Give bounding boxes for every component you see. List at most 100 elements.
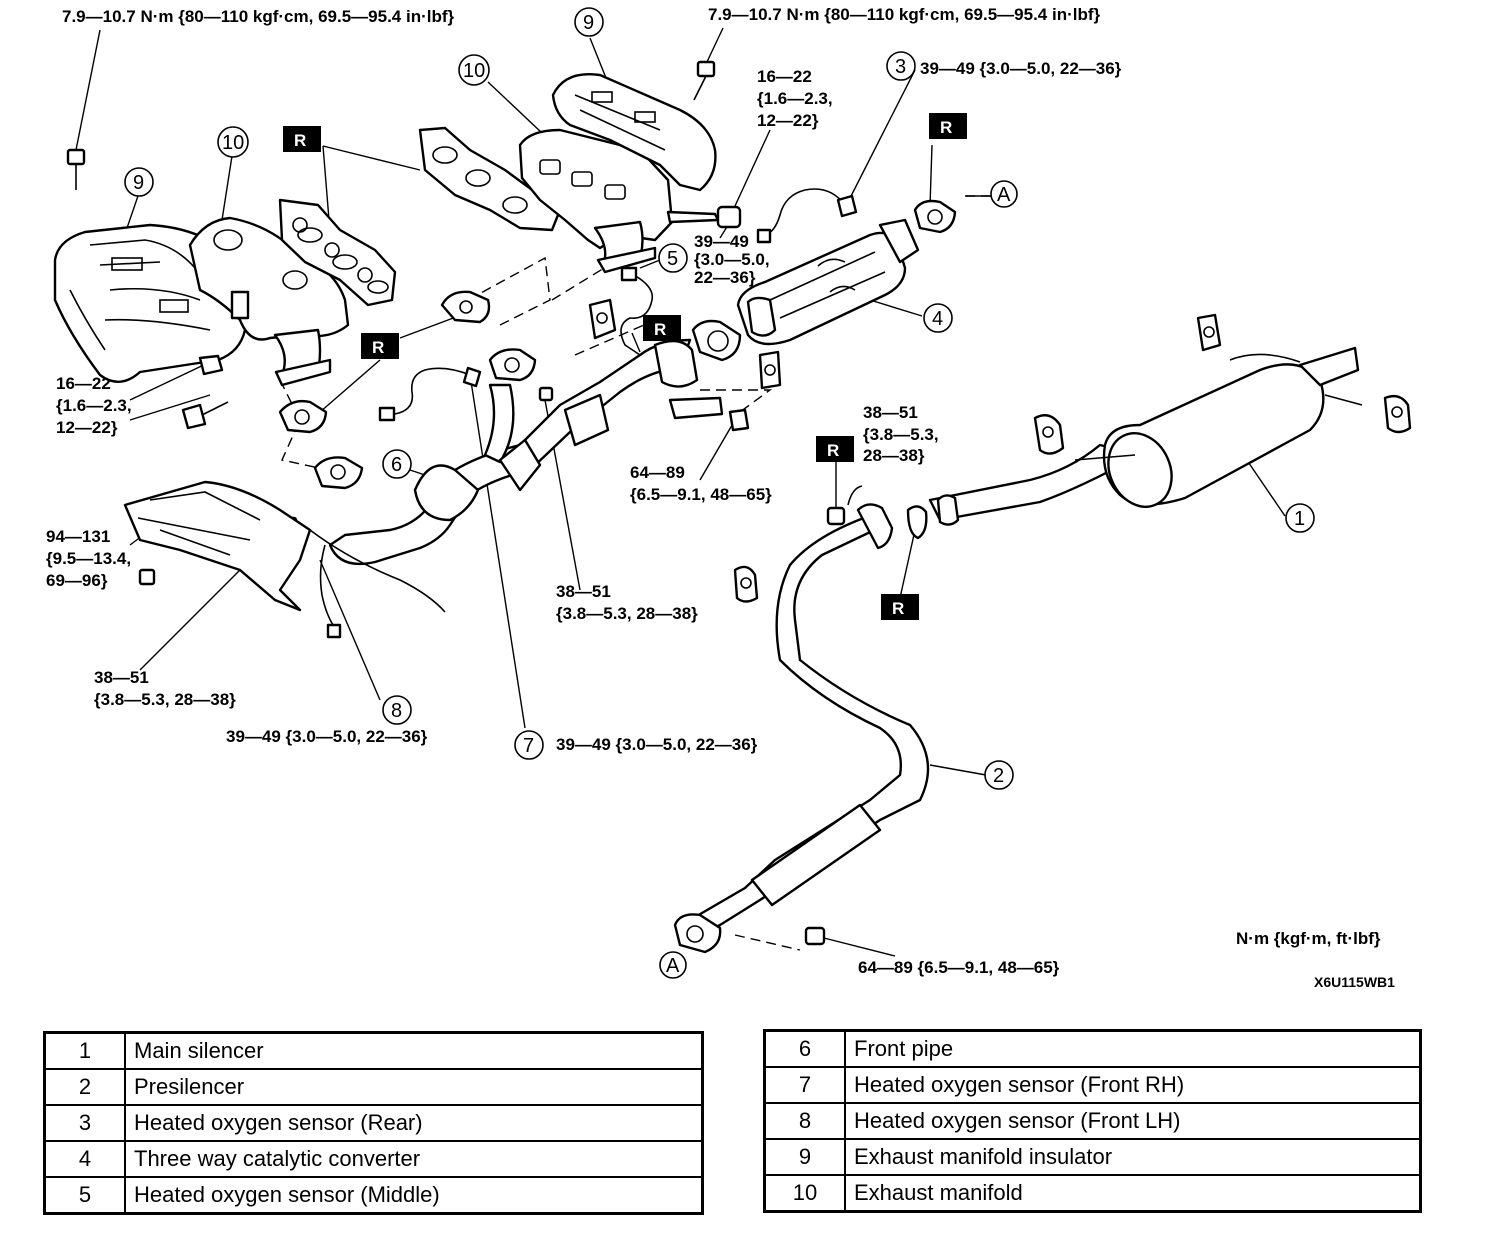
replace-marker-2 — [361, 333, 399, 359]
right-exhaust-manifold — [518, 128, 742, 274]
torque-label-left-nut-3: 12—22} — [56, 418, 118, 437]
connection-marker-a-bottom — [659, 951, 687, 979]
callout-5: 5 — [667, 248, 678, 270]
legend-part-name: Front pipe — [844, 1029, 1422, 1068]
legend-number: 3 — [43, 1104, 126, 1142]
replace-marker-text-3: R — [654, 320, 666, 339]
replace-marker-text-4: R — [940, 118, 952, 137]
torque-label-center-nut-1: 38—51 — [556, 582, 611, 601]
replace-marker-text-5: R — [827, 441, 839, 460]
torque-label-crossmember-2: {9.5—13.4, — [46, 549, 131, 568]
right-manifold-insulator — [551, 73, 717, 192]
torque-label-stud-3: 22—36} — [694, 268, 756, 287]
oxygen-sensor-wires — [319, 188, 863, 639]
right-manifold-gasket — [418, 126, 562, 232]
replace-marker-6 — [881, 594, 919, 620]
left-manifold-gasket — [278, 198, 397, 307]
callout-3: 3 — [895, 56, 906, 78]
replace-markers: R R R R R R — [283, 113, 967, 620]
connection-marker-a-top-text: A — [997, 184, 1011, 206]
torque-label-mid-flange-1: 38—51 — [863, 403, 918, 422]
torque-label-front-bolt-1: 64—89 — [630, 463, 685, 482]
torque-label-sensor-8: 39—49 {3.0—5.0, 22—36} — [226, 727, 428, 746]
legend-number: 2 — [43, 1068, 126, 1106]
torque-label-manifold-nut-2: {1.6—2.3, — [757, 89, 833, 108]
left-exhaust-manifold — [188, 216, 350, 387]
main-silencer — [928, 346, 1363, 526]
torque-label-stud-1: 39—49 — [694, 232, 749, 251]
replace-marker-text-1: R — [294, 131, 306, 150]
units-note: N·m {kgf·m, ft·lbf} — [1236, 929, 1381, 948]
callout-6: 6 — [391, 454, 402, 476]
torque-label-front-bolt-2: {6.5—9.1, 48—65} — [630, 485, 772, 504]
replace-marker-text-6: R — [892, 599, 904, 618]
exhaust-system-diagram: 7.9—10.7 N·m {80—110 kgf·cm, 69.5—95.4 i… — [46, 5, 1412, 990]
torque-label-left-nut-1: 16—22 — [56, 374, 111, 393]
front-pipe — [328, 338, 724, 566]
rubber-hangers — [588, 298, 1412, 603]
legend-part-name: Presilencer — [124, 1068, 704, 1106]
legend-number: 5 — [43, 1176, 126, 1215]
crossmember — [123, 480, 446, 613]
torque-label-crossmember-1: 94—131 — [46, 527, 110, 546]
torque-label-lower-left-2: {3.8—5.3, 28—38} — [94, 690, 236, 709]
legend-part-name: Exhaust manifold — [844, 1174, 1422, 1213]
connection-markers: A A — [659, 180, 1018, 979]
legend-number: 4 — [43, 1140, 126, 1178]
legend-part-name: Heated oxygen sensor (Middle) — [124, 1176, 704, 1215]
replace-marker-4 — [929, 113, 967, 139]
legend-number: 9 — [763, 1138, 846, 1176]
callout-7: 7 — [523, 735, 534, 757]
torque-label-center-nut-2: {3.8—5.3, 28—38} — [556, 604, 698, 623]
torque-label-sensor-7: 39—49 {3.0—5.0, 22—36} — [556, 735, 758, 754]
legend-part-name: Three way catalytic converter — [124, 1140, 704, 1178]
legend-part-name: Heated oxygen sensor (Rear) — [124, 1104, 704, 1142]
leader-lines — [75, 27, 1286, 957]
legend-part-name: Main silencer — [124, 1031, 704, 1070]
replace-marker-5 — [816, 436, 854, 462]
torque-label-sensor-rear: 39—49 {3.0—5.0, 22—36} — [920, 59, 1122, 78]
torque-label-crossmember-3: 69—96} — [46, 571, 108, 590]
callout-9-right: 9 — [583, 12, 594, 34]
presilencer-pipe — [673, 503, 930, 954]
torque-label-mid-flange-2: {3.8—5.3, — [863, 425, 939, 444]
torque-label-left-nut-2: {1.6—2.3, — [56, 396, 132, 415]
replace-marker-text-2: R — [372, 338, 384, 357]
callout-4: 4 — [932, 308, 943, 330]
part-callouts: 1 2 3 4 5 6 7 8 9 9 10 10 — [124, 7, 1315, 790]
figure-code: X6U115WB1 — [1314, 974, 1395, 990]
legend-number: 10 — [763, 1174, 846, 1213]
torque-label-manifold-nut-1: 16—22 — [757, 67, 812, 86]
torque-label-stud-2: {3.0—5.0, — [694, 250, 770, 269]
callout-9-left: 9 — [133, 172, 144, 194]
torque-label-mid-flange-3: 28—38} — [863, 446, 925, 465]
replace-marker-3 — [643, 315, 681, 341]
callout-10-right: 10 — [463, 60, 485, 82]
torque-label-top-left: 7.9—10.7 N·m {80—110 kgf·cm, 69.5—95.4 i… — [62, 7, 455, 26]
legend-number: 1 — [43, 1031, 126, 1070]
legend-number: 6 — [763, 1029, 846, 1068]
callout-1: 1 — [1294, 508, 1305, 530]
legend-part-name: Heated oxygen sensor (Front RH) — [844, 1066, 1422, 1104]
replace-marker-1 — [283, 126, 321, 152]
callout-10-left: 10 — [222, 132, 244, 154]
catalytic-converter — [736, 218, 920, 346]
dashed-alignment-lines — [279, 195, 1000, 951]
legend-number: 7 — [763, 1066, 846, 1104]
torque-label-manifold-nut-3: 12—22} — [757, 111, 819, 130]
callout-8: 8 — [391, 700, 402, 722]
connection-marker-a-bottom-text: A — [666, 955, 680, 977]
torque-label-bottom-nut: 64—89 {6.5—9.1, 48—65} — [858, 958, 1060, 977]
legend-number: 8 — [763, 1102, 846, 1140]
